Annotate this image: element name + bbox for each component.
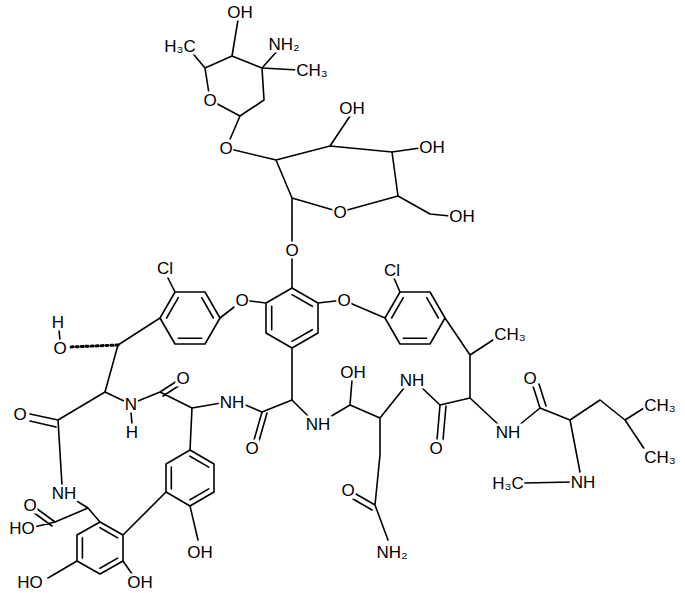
atom-label: O [218, 140, 233, 157]
atom-label: H [51, 314, 65, 331]
atom-label: HO [16, 574, 44, 591]
atom-label: Cl [156, 260, 174, 277]
atom-label: N [124, 396, 138, 413]
atom-label: NH [495, 424, 522, 441]
atom-label: O [284, 242, 299, 259]
atom-label: OH [418, 139, 446, 156]
aromatic-ring [166, 408, 214, 540]
atom-label: NH [51, 485, 78, 502]
atom-label: O [52, 340, 67, 357]
atom-label: O [522, 370, 537, 387]
atom-label: OH [126, 574, 154, 591]
atom-label: OH [339, 364, 367, 381]
atom-label: O [244, 440, 259, 457]
atom-label: NH [399, 372, 426, 389]
atom-label: CH₃ [643, 449, 676, 466]
peptide-backbone [30, 380, 645, 540]
atom-label: Cl [383, 262, 401, 279]
atom-label: O [428, 440, 443, 457]
atom-label: O [202, 92, 217, 109]
atom-label: H₃C [491, 475, 524, 492]
atom-label: NH₂ [267, 36, 300, 53]
atom-label: CH₃ [643, 397, 676, 414]
aromatic-ring [48, 492, 166, 578]
sugar-ring [226, 116, 450, 288]
atom-label: O [12, 406, 27, 423]
atom-label: OH [186, 544, 214, 561]
atom-label: OH [448, 208, 476, 225]
aromatic-ring [242, 288, 344, 400]
atom-label: OH [338, 100, 366, 117]
atom-label: H [125, 424, 139, 441]
atom-label: NH [305, 416, 332, 433]
atom-label: HO [8, 520, 36, 537]
atom-label: O [336, 292, 351, 309]
atom-label: O [175, 370, 190, 387]
atom-label: O [332, 204, 347, 221]
atom-label: CH₃ [295, 62, 328, 79]
atom-label: CH₃ [493, 326, 526, 343]
atom-label: OH [226, 4, 254, 21]
atom-label: NH [219, 394, 246, 411]
atom-label: NH₂ [375, 544, 408, 561]
aromatic-ring [350, 278, 496, 398]
aromatic-ring [59, 278, 238, 392]
atom-label: O [234, 292, 249, 309]
atom-label: O [22, 497, 37, 514]
atom-label: H₃C [163, 38, 196, 55]
atom-label: O [340, 482, 355, 499]
hashed-bond [70, 345, 118, 347]
atom-label: NH [570, 474, 597, 491]
